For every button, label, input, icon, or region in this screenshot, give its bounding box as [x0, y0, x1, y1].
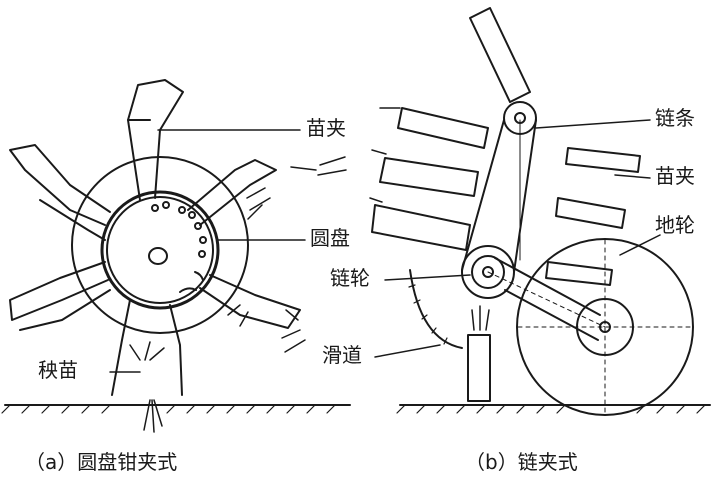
- label-chain-b: 链条: [655, 106, 695, 130]
- caption-b: （b）链夹式: [465, 450, 578, 474]
- slideway-post-b: [467, 305, 491, 402]
- seedling-clamps-b: [369, 107, 641, 286]
- chain-frame-b: [461, 101, 601, 341]
- label-slideway-b: 滑道: [322, 343, 362, 367]
- label-ground-wheel-b: 地轮: [655, 213, 695, 237]
- leaders-a: [109, 129, 306, 373]
- leaders-b: [374, 119, 661, 358]
- label-disc-a: 圆盘: [310, 226, 350, 250]
- label-seedling-clamp-b: 苗夹: [655, 164, 695, 188]
- guide-arc-b: [408, 269, 463, 349]
- label-seedling-a: 秧苗: [38, 358, 78, 382]
- label-sprocket-b: 链轮: [330, 266, 370, 290]
- caption-a: （a）圆盘钳夹式: [25, 450, 178, 474]
- top-handle-b: [469, 7, 531, 103]
- ground-line-b: [396, 404, 711, 414]
- ground-wheel-b: [487, 238, 694, 416]
- clamp-arms-a: [9, 79, 301, 396]
- label-seedling-clamp-a: 苗夹: [306, 116, 346, 140]
- ground-line-a: [1, 404, 351, 414]
- outer-rim-a: [71, 156, 249, 334]
- disc-a: [100, 190, 220, 310]
- seedlings-a: [129, 156, 347, 433]
